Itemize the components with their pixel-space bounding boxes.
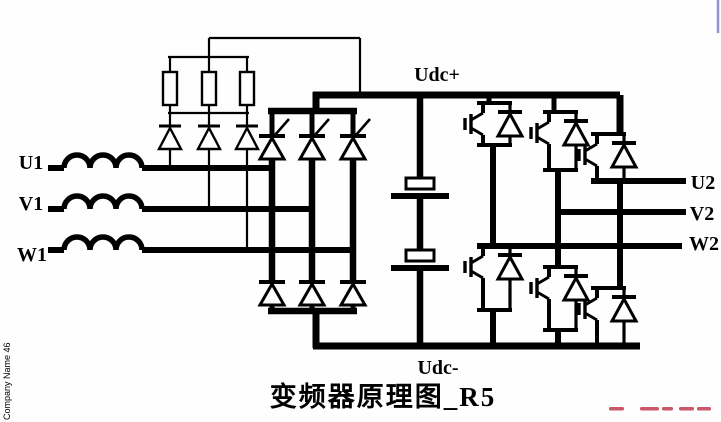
igbt-cell [577,286,639,348]
label-udc-minus: Udc- [417,357,458,379]
label-output-w2: W2 [689,233,719,255]
thyristor-gate [314,118,330,136]
igbt-channel [470,126,484,137]
inductor-coil [61,152,145,169]
capacitor-top-plate [404,176,436,191]
freewheel-diode [561,119,591,147]
igbt-cell [529,110,591,172]
igbt-channel [584,157,598,168]
igbt-channel [584,311,598,322]
igbt-channel [536,275,550,286]
label-output-u2: U2 [691,172,715,194]
thyristor-triangle [297,134,327,161]
diode-triangle [257,280,287,307]
igbt-channel [470,111,484,122]
diode-triangle [157,125,183,151]
resistor [161,70,179,107]
thyristor-triangle [338,134,368,161]
diode-triangle [297,280,327,307]
inverter-bridge [463,95,639,348]
thyristor-triangle [257,134,287,161]
diode-triangle [234,125,260,151]
red-mark [609,407,624,411]
red-mark [679,407,694,411]
igbt-channel [584,142,598,153]
igbt-cell [529,265,591,332]
freewheel-diode [609,141,639,169]
igbt-channel [536,120,550,131]
label-layer: U1 V1 W1 U2 V2 W2 Udc+ Udc- 变频器原理图_R5 Co… [2,64,719,420]
inductor-coil [61,234,145,251]
red-mark [662,407,673,411]
resistor [238,70,256,107]
diode-triangle [338,280,368,307]
freewheel-diode [609,295,639,323]
diagram-title: 变频器原理图_R5 [270,381,497,412]
label-input-u1: U1 [19,152,43,174]
red-mark [640,407,659,411]
capacitor-top-plate [404,248,436,263]
igbt-channel [536,290,550,301]
precharge-circuit [157,36,362,253]
inductor-coil [61,193,145,210]
freewheel-diode [495,253,525,281]
label-udc-plus: Udc+ [414,64,460,86]
label-output-v2: V2 [690,203,714,225]
watermark-text: Company Name 46 [2,342,12,420]
igbt-channel [584,296,598,307]
red-mark [697,407,711,411]
output-lines [477,178,686,249]
rectifier-bridge [257,91,640,350]
page-extras [609,0,720,411]
dc-link-capacitors [391,95,449,346]
thyristor-gate [355,118,371,136]
label-input-w1: W1 [17,244,47,266]
diode-triangle [196,125,222,151]
thyristor-gate [274,118,290,136]
igbt-cell [463,101,525,147]
circuit-graphics [48,0,720,411]
label-input-v1: V1 [19,193,43,215]
igbt-cell [463,244,525,312]
freewheel-diode [495,110,525,138]
igbt-channel [536,135,550,146]
resistor [200,70,218,107]
igbt-channel [470,269,484,280]
freewheel-diode [561,274,591,302]
igbt-channel [470,254,484,265]
